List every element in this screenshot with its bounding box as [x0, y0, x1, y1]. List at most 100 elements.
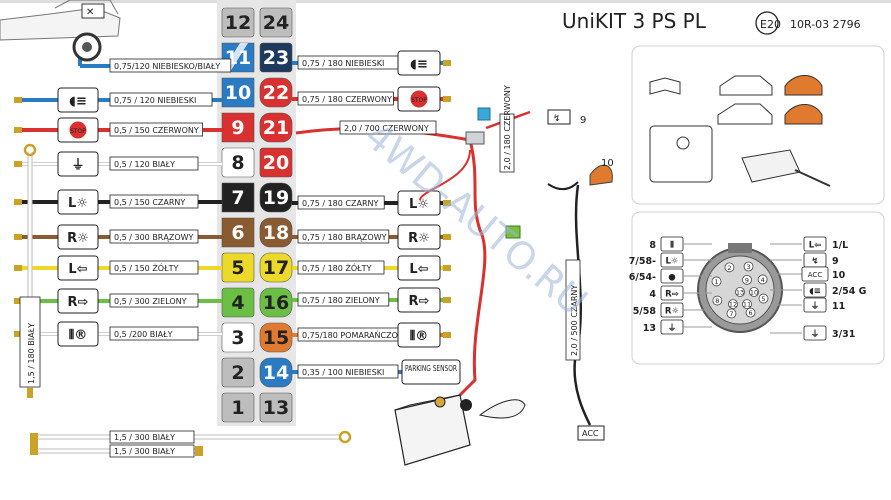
fuse-branch-label: 2,0 / 180 CZERWONY: [503, 85, 512, 170]
socket-pin-label: 1/L: [832, 240, 848, 251]
socket-pin-number: 12: [729, 301, 737, 309]
socket-right-pin-1: L⇦1/L: [770, 236, 848, 252]
reverse-icon: ⫴®: [410, 329, 428, 344]
pin-19-number: 19: [263, 187, 289, 209]
left-wire-4: ⏚0,5 / 120 BIAŁY: [14, 151, 222, 177]
car-roof: [54, 0, 119, 15]
wire-label-box: [109, 156, 199, 171]
left-vertical-wire: 1,5 / 180 BIAŁY: [19, 143, 41, 398]
socket-pin-number: 9: [745, 276, 749, 284]
wire-terminal: [443, 297, 451, 303]
acc-socket: 10 2,0 / 500 CZARNY ACC: [547, 158, 614, 441]
wire-label-box: [109, 92, 213, 107]
stop-sign: [68, 120, 88, 140]
icon-box: [57, 224, 99, 250]
ground-icon: ⏚: [668, 324, 677, 334]
bottom-terminal-left: [30, 433, 38, 455]
wire-label: 0,35 / 100 NIEBIESKI: [302, 368, 384, 377]
wire-label-box: [109, 229, 199, 244]
module-cable-icon: [794, 169, 831, 187]
right-turn-icon: R⇨: [409, 294, 430, 309]
pin-24: 24: [259, 7, 293, 38]
socket-pin-hole: [743, 261, 754, 272]
left-position-icon-glyph: L☼: [68, 196, 88, 211]
pin-13: 13: [259, 392, 293, 423]
fuse-green-icon: [505, 225, 521, 239]
left-position-icon: L☼: [665, 257, 678, 267]
socket-pin-13: 13: [735, 287, 745, 297]
acc-socket-plug-icon: [589, 164, 613, 186]
wire-label-box: [297, 91, 394, 106]
socket-10-label: 10: [601, 158, 614, 169]
socket-pin-number: 13: [736, 289, 744, 297]
socket-pin-number: 2: [727, 264, 731, 272]
diagnostic-bulb-icon: [676, 136, 690, 150]
socket-pin-label: 7/58-: [629, 256, 656, 267]
left-wire-9: ⫴®0,5 /200 BIAŁY: [14, 321, 222, 347]
wire-label: 0,75/120 NIEBIESKO/BIAŁY: [114, 62, 220, 71]
pin-10: 10: [221, 77, 255, 108]
wire-terminal: [443, 332, 451, 338]
pin-12-number: 12: [225, 12, 251, 34]
socket-pin-hole: [742, 274, 752, 285]
pin-9-shape: [221, 112, 255, 143]
icon-box: [397, 50, 441, 76]
socket-icon-box: [803, 236, 827, 252]
stop-icon: ●: [668, 273, 675, 283]
wire-label-box: [109, 293, 199, 308]
socket-pin-label: 4: [649, 289, 656, 300]
icon-box: [397, 287, 441, 313]
pin-19: 19: [259, 182, 293, 213]
left-turn-icon: L⇦: [409, 262, 428, 277]
ground-icon: ⏚: [811, 330, 820, 340]
minus-sign-icon: –: [462, 400, 467, 411]
wire-label-box: [109, 194, 199, 209]
reverse-icon-glyph: ⫴®: [410, 329, 428, 344]
socket-pin-7: 7: [726, 308, 737, 319]
socket-9-box: [547, 109, 571, 125]
bottom-wire-1-label: 1,5 / 300 BIAŁY: [114, 433, 175, 442]
socket-left-pin-3: 6/54-●: [629, 268, 712, 284]
wire-terminal: [14, 199, 22, 205]
pin-10-shape: [221, 77, 255, 108]
rear-fog-icon: ◖≡: [809, 287, 821, 297]
pin-1: 1: [221, 392, 255, 423]
bottom-wire-2-label: 1,5 / 300 BIAŁY: [114, 447, 175, 456]
rear-fog-icon: ◖≡: [69, 94, 87, 109]
pin-20: 20: [259, 147, 293, 178]
socket-pin-number: 11: [743, 301, 751, 309]
pin-14-number: 14: [263, 362, 289, 384]
wire-label: 0,75 / 120 NIEBIESKI: [114, 96, 196, 105]
wire-label: 0,75 / 180 BRĄZOWY: [302, 233, 387, 242]
acc-wire-label-box: [565, 259, 581, 361]
reverse-icon: ⫴: [670, 240, 674, 251]
pin-14: 14: [259, 357, 293, 388]
pin-23: 23: [259, 42, 293, 73]
socket-pin-number: 4: [761, 276, 765, 284]
power-icon: ↯: [811, 257, 818, 267]
pin-13-shape: [259, 392, 293, 423]
rear-fog-icon: ◖≡: [410, 57, 428, 72]
socket-pin-8: 8: [712, 295, 723, 306]
left-position-icon-glyph: L☼: [409, 197, 429, 212]
pin-6: 6: [221, 217, 255, 248]
wire-label-box: [297, 364, 399, 379]
pin-9: 9: [221, 112, 255, 143]
wire-label: 0,75 / 180 CZERWONY: [302, 95, 392, 104]
car-icon-1: [719, 75, 773, 96]
pin-8-number: 8: [231, 152, 244, 174]
pin-16-number: 16: [263, 292, 289, 314]
icon-box: [57, 189, 99, 215]
socket-pin-hole: [735, 287, 745, 297]
socket-pin-label: 8: [649, 240, 656, 251]
icon-box: [397, 255, 441, 281]
left-wire-2: ◖≡ 0,75 / 120 NIEBIESKI: [14, 87, 222, 113]
pin-24-shape: [259, 7, 293, 38]
cross-mark-icon: ✕: [86, 7, 94, 18]
pin-5: 5: [221, 252, 255, 283]
socket-pin-hole: [745, 307, 756, 318]
